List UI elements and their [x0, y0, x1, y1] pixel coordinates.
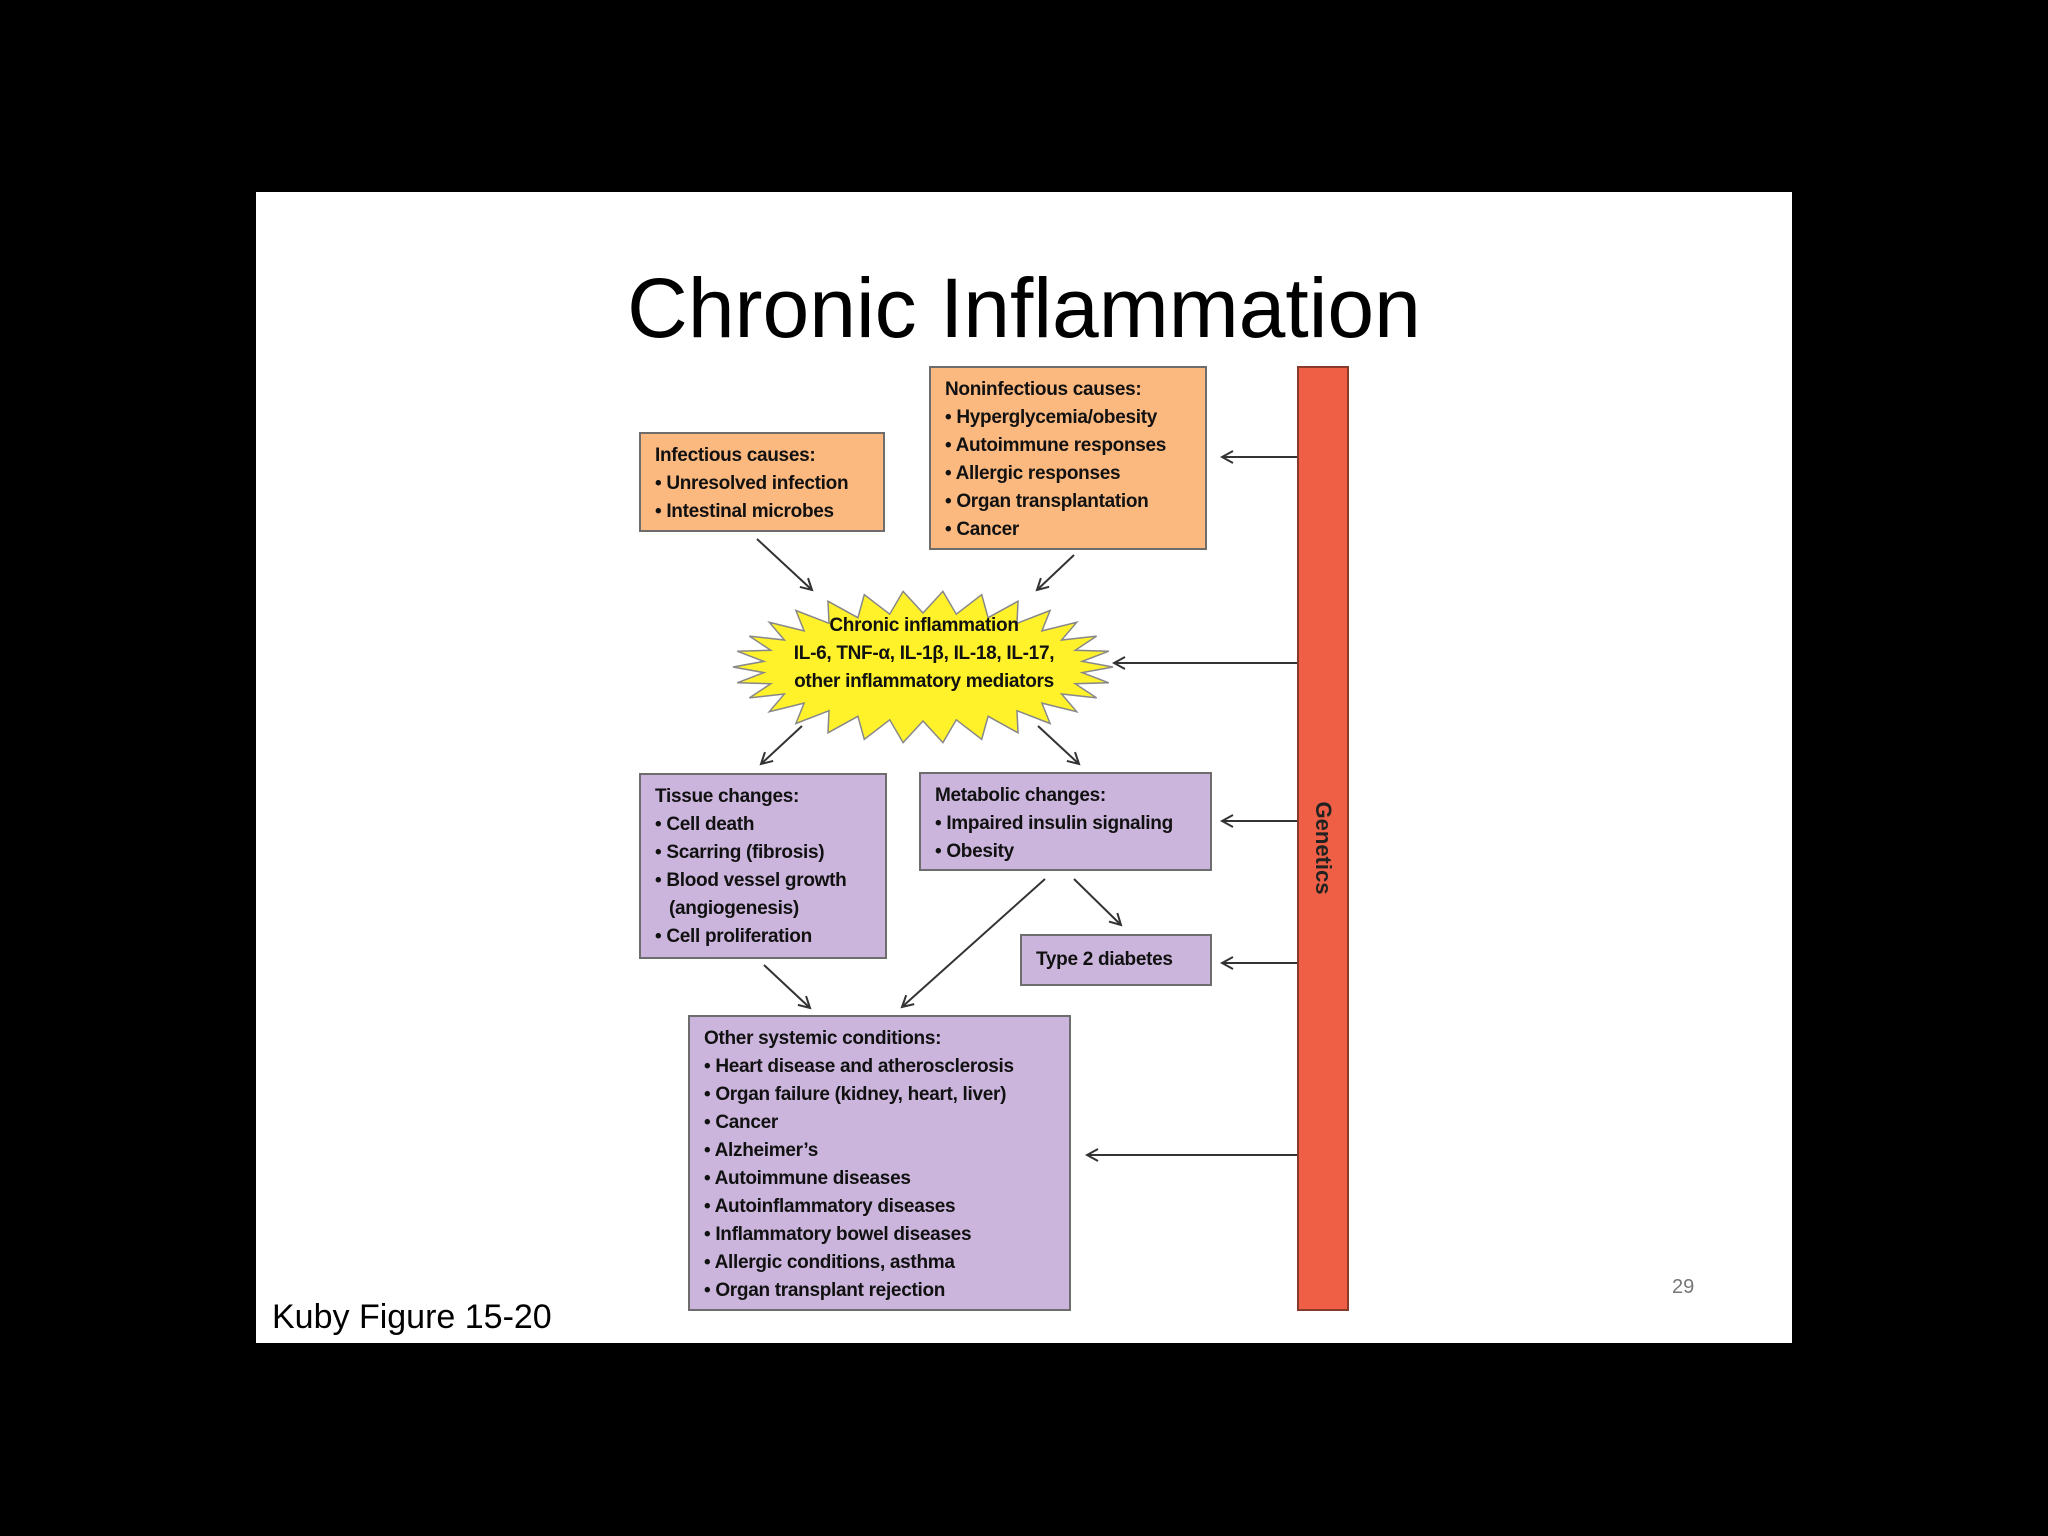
star-heading: Chronic inflammation: [829, 615, 1019, 636]
chronic-inflammation-text: Chronic inflammation IL-6, TNF-α, IL-1β,…: [744, 612, 1104, 696]
list-item: • Organ transplantation: [945, 491, 1149, 512]
star-line: IL-6, TNF-α, IL-1β, IL-18, IL-17,: [793, 643, 1055, 664]
genetics-label: Genetics: [1311, 801, 1336, 895]
figure-caption: Kuby Figure 15-20: [272, 1298, 552, 1336]
box-heading: Type 2 diabetes: [1036, 949, 1173, 970]
list-item: • Obesity: [935, 841, 1014, 862]
list-item: • Cell death: [655, 814, 755, 835]
metabolic-to-systemic-arrow: [902, 878, 1046, 1007]
list-item: • Heart disease and atherosclerosis: [704, 1056, 1014, 1077]
list-item: (angiogenesis): [669, 898, 799, 919]
list-item: • Hyperglycemia/obesity: [945, 407, 1158, 428]
type-2-diabetes-box: Type 2 diabetes: [1020, 934, 1212, 986]
list-item: • Impaired insulin signaling: [935, 813, 1173, 834]
list-item: • Organ transplant rejection: [704, 1280, 946, 1301]
box-heading: Tissue changes:: [655, 786, 800, 807]
list-item: • Cancer: [704, 1112, 778, 1133]
inflammation-to-tissue-arrow: [761, 725, 803, 764]
list-item: • Scarring (fibrosis): [655, 842, 825, 863]
noninfectious-to-inflammation-arrow: [1037, 554, 1075, 590]
list-item: • Allergic responses: [945, 463, 1121, 484]
list-item: • Cancer: [945, 519, 1019, 540]
inflammation-to-metabolic-arrow: [1037, 725, 1079, 764]
list-item: • Unresolved infection: [655, 473, 849, 494]
box-heading: Infectious causes:: [655, 445, 816, 466]
box-heading: Metabolic changes:: [935, 785, 1106, 806]
metabolic-changes-box: Metabolic changes: • Impaired insulin si…: [919, 772, 1212, 871]
list-item: • Blood vessel growth: [655, 870, 847, 891]
slide-title: Chronic Inflammation: [627, 261, 1421, 355]
list-item: • Inflammatory bowel diseases: [704, 1224, 972, 1245]
list-item: • Autoinflammatory diseases: [704, 1196, 956, 1217]
list-item: • Cell proliferation: [655, 926, 812, 947]
list-item: • Organ failure (kidney, heart, liver): [704, 1084, 1007, 1105]
list-item: • Intestinal microbes: [655, 501, 834, 522]
box-heading: Other systemic conditions:: [704, 1028, 942, 1049]
tissue-to-systemic-arrow: [763, 964, 810, 1008]
list-item: • Allergic conditions, asthma: [704, 1252, 955, 1273]
metabolic-to-diabetes-arrow: [1073, 878, 1121, 925]
other-systemic-conditions-box: Other systemic conditions: • Heart disea…: [688, 1015, 1071, 1311]
list-item: • Alzheimer’s: [704, 1140, 818, 1161]
list-item: • Autoimmune diseases: [704, 1168, 911, 1189]
page-number: 29: [1672, 1276, 1695, 1298]
noninfectious-causes-box: Noninfectious causes: • Hyperglycemia/ob…: [929, 366, 1207, 550]
tissue-changes-box: Tissue changes: • Cell death • Scarring …: [639, 773, 887, 959]
infectious-causes-box: Infectious causes: • Unresolved infectio…: [639, 432, 885, 532]
star-line: other inflammatory mediators: [794, 671, 1054, 692]
list-item: • Autoimmune responses: [945, 435, 1167, 456]
genetics-bar: [1297, 366, 1349, 1311]
infectious-to-inflammation-arrow: [756, 538, 812, 590]
box-heading: Noninfectious causes:: [945, 379, 1142, 400]
chronic-inflammation-starburst: [732, 590, 1114, 744]
